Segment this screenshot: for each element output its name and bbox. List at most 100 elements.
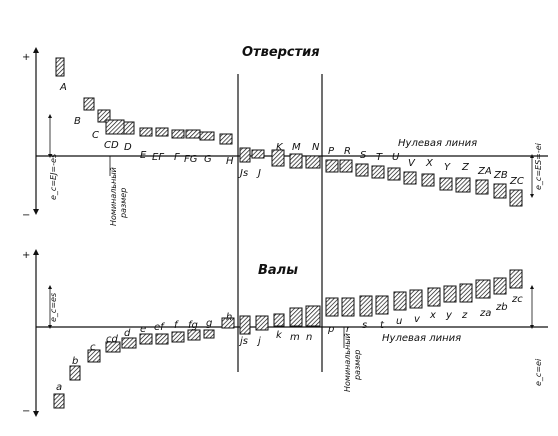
hole-field-J: [251, 149, 265, 159]
shaft-field-v: [409, 289, 423, 309]
svg-text:e_c=ei: e_c=ei: [534, 358, 543, 386]
hole-field-Z: [455, 177, 471, 193]
hole-field-M: [289, 153, 303, 169]
holes-nominal-size-line1: Номинальный: [109, 167, 118, 226]
svg-text:e_c=es: e_c=es: [49, 293, 58, 322]
hole-letter-T: T: [376, 152, 383, 163]
shaft-field-e: [139, 333, 153, 345]
holes-tolerance-fields: [55, 57, 523, 207]
hole-letter-N: N: [312, 142, 320, 153]
holes-formula-right: e_c=ES=-ei: [534, 142, 543, 190]
shaft-field-z: [459, 283, 473, 303]
hole-field-A: [55, 57, 65, 77]
shaft-letter-za: za: [479, 308, 491, 319]
shaft-letter-k: k: [276, 330, 283, 341]
shaft-letter-ef: ef: [154, 322, 165, 333]
shaft-field-fg: [187, 329, 201, 341]
hole-letter-M: M: [292, 142, 301, 153]
hole-field-ZB: [493, 183, 507, 199]
shaft-field-u: [393, 291, 407, 311]
hole-field-FG: [185, 129, 201, 139]
shaft-field-y: [443, 285, 457, 303]
shaft-letter-m: m: [290, 332, 300, 343]
shafts-nominal-size-line1: Номинальный: [343, 333, 352, 392]
hole-letter-J: J: [256, 168, 261, 179]
shaft-letter-r: r: [346, 324, 351, 335]
hole-letter-H: H: [226, 156, 234, 167]
shaft-field-g: [203, 329, 215, 339]
svg-text:e_c=ES=-ei: e_c=ES=-ei: [534, 142, 543, 190]
shaft-field-zc: [509, 269, 523, 289]
shaft-letter-h: h: [226, 312, 232, 323]
shaft-letter-x: x: [429, 310, 436, 321]
shaft-field-cd: [105, 341, 121, 353]
hole-letter-CD: CD: [104, 140, 119, 151]
shaft-field-m: [289, 307, 303, 327]
shafts-formula-right: e_c=ei: [534, 358, 543, 386]
hole-field-R: [339, 159, 353, 173]
hole-letter-EF: EF: [152, 152, 164, 163]
shafts-nominal-size-label: Номинальный размер: [343, 333, 362, 392]
shaft-field-ef: [155, 333, 169, 345]
hole-letter-Z: Z: [461, 162, 470, 173]
hole-letter-Y: Y: [444, 162, 451, 173]
hole-letter-C: C: [92, 130, 99, 141]
shaft-field-js: [239, 315, 251, 335]
hole-letter-ZC: ZC: [509, 176, 524, 187]
hole-letter-U: U: [392, 152, 400, 163]
shaft-letter-p: p: [327, 324, 334, 335]
shaft-letter-t: t: [380, 320, 385, 331]
hole-letter-R: R: [344, 146, 351, 157]
shaft-letter-e: e: [140, 324, 146, 335]
shaft-letter-s: s: [362, 320, 367, 331]
shaft-letter-u: u: [396, 316, 402, 327]
hole-field-S: [355, 163, 369, 177]
hole-field-Y: [439, 177, 453, 191]
shaft-field-s: [359, 295, 373, 317]
hole-field-V: [403, 171, 417, 185]
hole-letter-F: F: [174, 152, 180, 163]
shaft-field-a: [53, 393, 65, 409]
shaft-letter-d: d: [124, 328, 131, 339]
shafts-formula-left: e_c=es: [49, 293, 58, 322]
hole-letter-P: P: [328, 146, 335, 157]
hole-field-B: [83, 97, 95, 111]
holes-nominal-size-line2: размер: [119, 188, 128, 219]
shaft-field-f: [171, 331, 185, 343]
hole-letter-K: K: [276, 142, 284, 153]
hole-field-EF: [155, 127, 169, 137]
shaft-field-b: [69, 365, 81, 381]
hole-letter-E: E: [140, 150, 147, 161]
shaft-letter-cd: cd: [106, 334, 118, 345]
shaft-field-d: [121, 337, 137, 349]
shaft-letter-v: v: [414, 314, 421, 325]
shaft-field-n: [305, 305, 321, 327]
shaft-letter-js: js: [238, 336, 248, 347]
shaft-field-p: [325, 297, 339, 317]
shaft-letter-fg: fg: [188, 320, 198, 331]
shaft-field-za: [475, 279, 491, 299]
holes-zero-line-label: Нулевая линия: [398, 138, 477, 149]
holes-formula-left: e_c=EJ=-es: [49, 154, 58, 200]
shaft-field-r: [341, 297, 355, 317]
hole-field-ZC: [509, 189, 523, 207]
shafts-tolerance-fields: [53, 269, 523, 409]
shafts-zero-line-label: Нулевая линия: [382, 333, 461, 344]
hole-letter-B: B: [74, 116, 81, 127]
hole-field-CD: [105, 119, 125, 135]
hole-field-N: [305, 155, 321, 169]
hole-field-C: [97, 109, 111, 123]
shaft-letter-n: n: [306, 332, 312, 343]
shaft-letter-j: j: [256, 336, 261, 347]
hole-letter-S: S: [360, 150, 367, 161]
shafts-nominal-size-line2: размер: [353, 350, 362, 381]
shafts-plus-sign: +: [22, 250, 30, 261]
hole-letter-ZB: ZB: [493, 170, 508, 181]
hole-field-H: [219, 133, 233, 145]
hole-field-X: [421, 173, 435, 187]
shaft-letter-a: a: [56, 382, 62, 393]
shaft-letter-c: c: [90, 342, 96, 353]
